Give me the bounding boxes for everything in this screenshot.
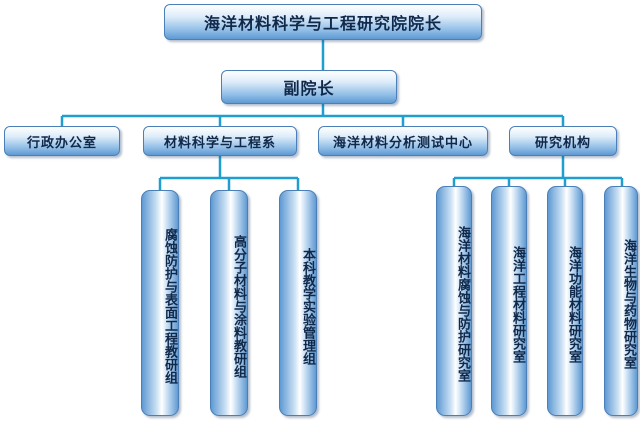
- lab-corrosion-protection: 海洋材料腐蚀与防护研究室: [436, 186, 472, 416]
- teaching-group-polymer: 高分子材料与涂料教研组: [210, 190, 248, 416]
- dept-research-institutions: 研究机构: [509, 126, 617, 156]
- lab-biology-pharmacy: 海洋生物与药物研究室: [604, 186, 638, 416]
- dept-materials-engineering: 材料科学与工程系: [143, 126, 297, 156]
- teaching-group-corrosion: 腐蚀防护与表面工程教研组: [141, 190, 179, 416]
- dept-analysis-testing-center: 海洋材料分析测试中心: [318, 126, 488, 156]
- teaching-group-lab-management: 本科教学实验管理组: [279, 190, 317, 416]
- president-box: 海洋材料科学与工程研究院院长: [164, 4, 482, 40]
- lab-engineering-materials: 海洋工程材料研究室: [491, 186, 527, 416]
- dept-admin-office: 行政办公室: [4, 126, 120, 156]
- vice-president-box: 副院长: [221, 70, 397, 104]
- lab-functional-materials: 海洋功能材料研究室: [547, 186, 583, 416]
